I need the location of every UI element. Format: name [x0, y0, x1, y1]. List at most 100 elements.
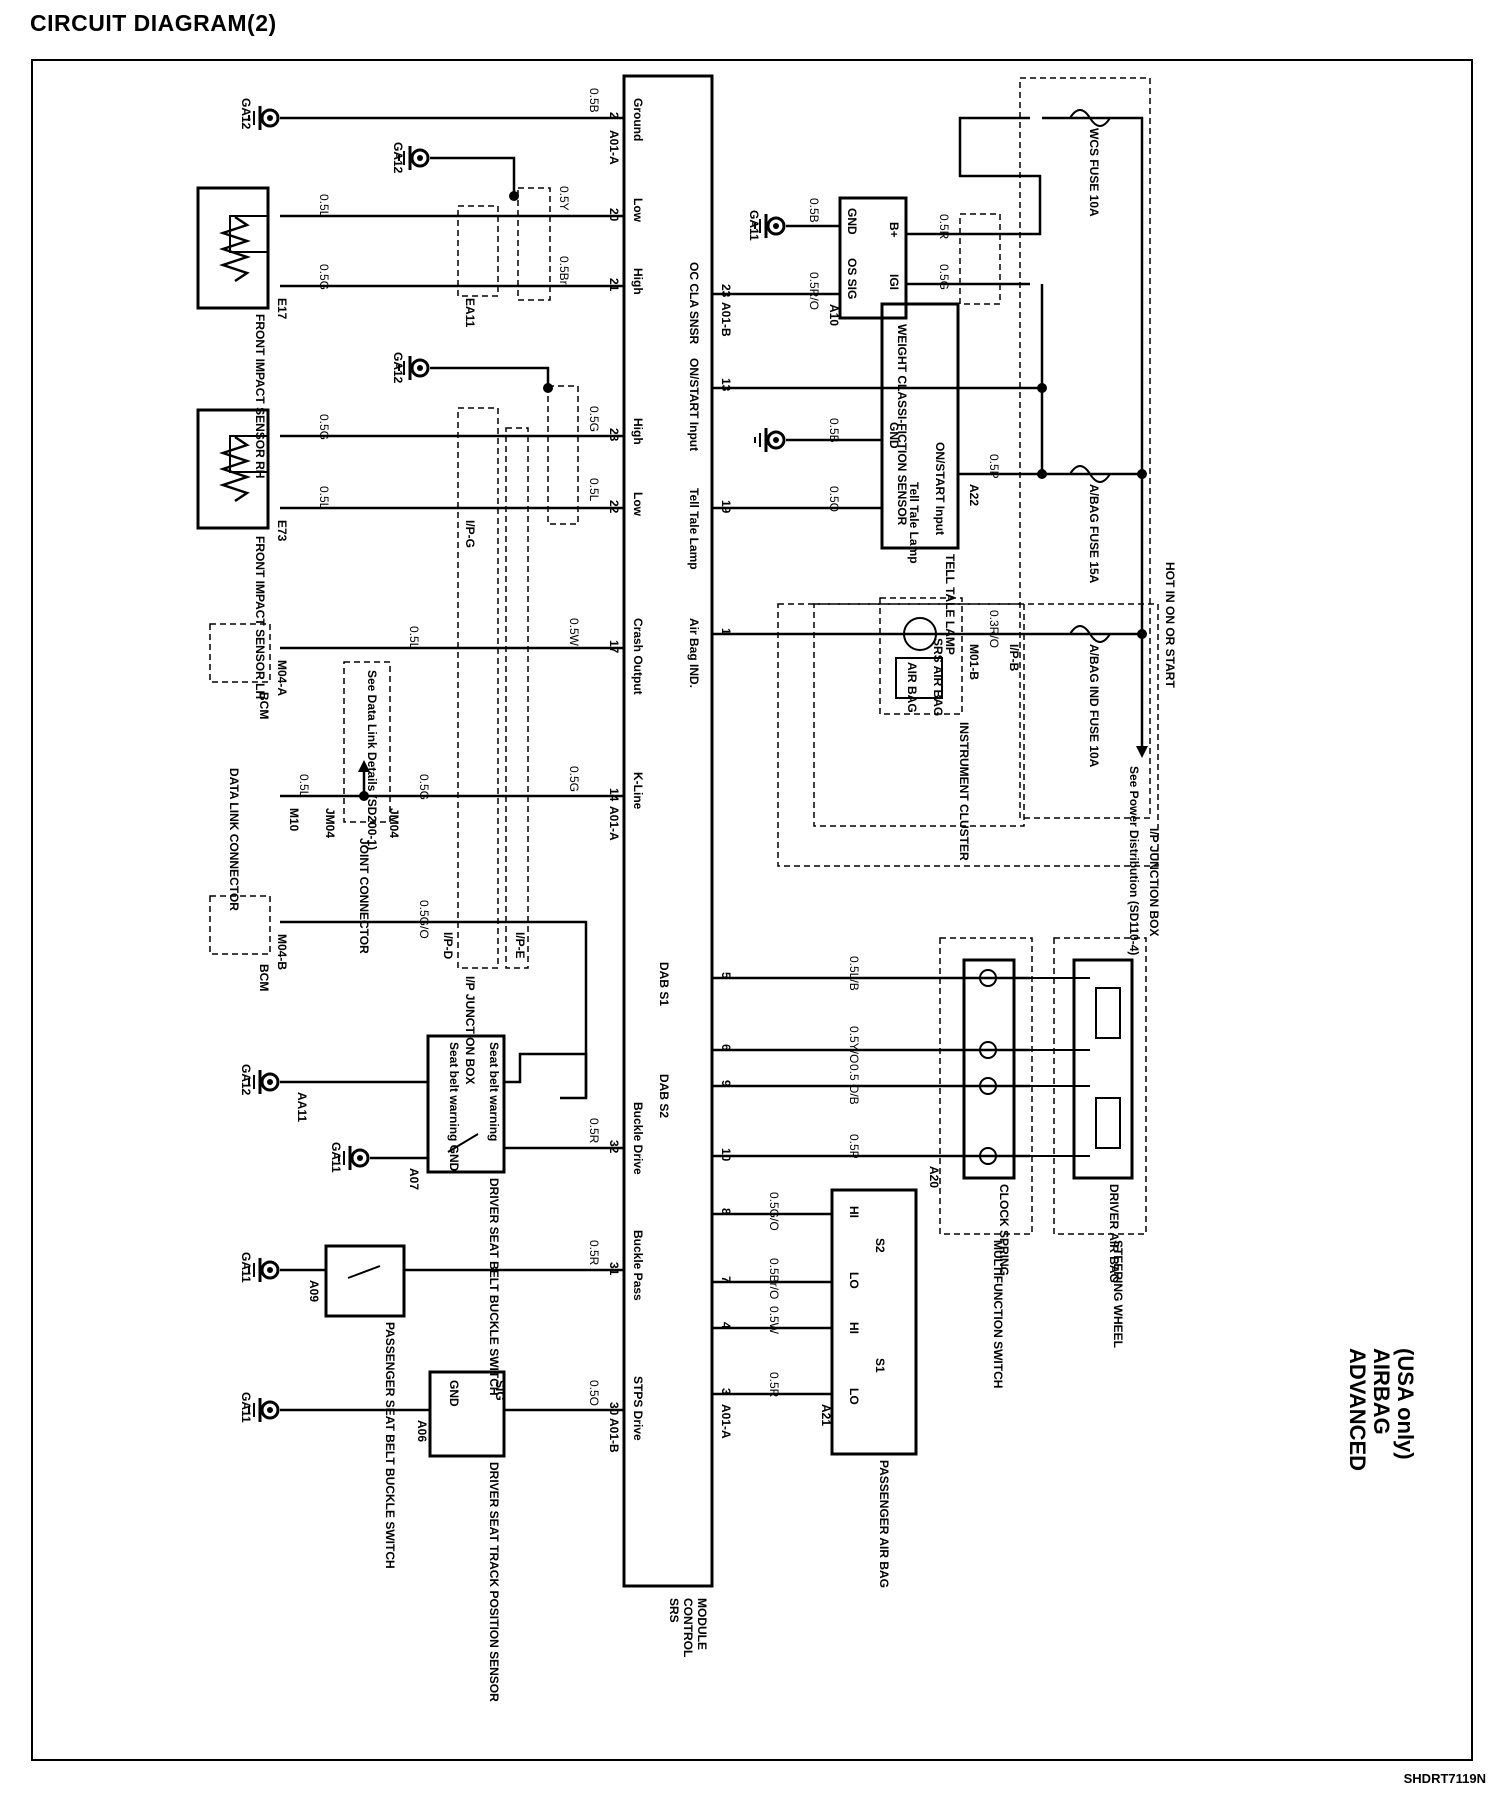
- ipjb-right-label: I/P JUNCTION BOX: [1147, 828, 1161, 936]
- wire-label: 0.5Y: [557, 186, 571, 211]
- ground-label: GA11: [239, 1252, 253, 1283]
- module-name: SRS: [667, 1598, 681, 1623]
- connector-label: EA11: [463, 298, 477, 328]
- front-impact-rh-label: FRONT IMPACT SENSOR RH: [253, 314, 267, 478]
- pin-label: Crash Output: [631, 618, 645, 695]
- wire-label: 0.5L: [587, 478, 601, 502]
- connector-label: A06: [415, 1420, 429, 1442]
- front-impact-lh-label: FRONT IMPACT SENSOR LH: [253, 536, 267, 699]
- instrument-cluster-label: INSTRUMENT CLUSTER: [957, 722, 971, 861]
- wire-label: 0.5O: [587, 1380, 601, 1406]
- inner-label: Tell Tale Lamp: [907, 482, 921, 564]
- wire-label: 0.5G: [417, 774, 431, 800]
- ground-label: GA11: [329, 1142, 343, 1173]
- front-impact-sensor-lh: [196, 408, 270, 530]
- wire-label: 0.5G/O: [417, 900, 431, 939]
- pin-number: 5: [719, 972, 733, 979]
- wire-label: 0.5R: [587, 1240, 601, 1266]
- wire-label: 0.5L: [407, 626, 421, 650]
- ground-label: GA11: [239, 1392, 253, 1423]
- connector-label: I/P-G: [463, 520, 477, 548]
- wire-label: 0.5L: [297, 774, 311, 798]
- hot-in-label: HOT IN ON OR START: [1163, 562, 1177, 688]
- wire-label: 0.5R: [767, 1372, 781, 1398]
- connector-label: AA11: [295, 1092, 309, 1122]
- pin-number: 13: [719, 378, 733, 392]
- inner-label: SIG: [493, 1380, 507, 1401]
- pin-label: K-Line: [631, 772, 645, 810]
- inner-label: AIR BAG: [905, 662, 919, 713]
- wire-label: 0.5R: [937, 214, 951, 240]
- wire-label: 0.5G: [567, 766, 581, 792]
- system-title: (USA only): [1393, 1348, 1418, 1460]
- passenger-airbag-label: PASSENGER AIR BAG: [877, 1460, 891, 1588]
- wire-label: 0.5L: [317, 486, 331, 510]
- weight-classification-sensor: [838, 196, 908, 320]
- pin-number: 10: [719, 1148, 733, 1162]
- connector-label: A20: [927, 1166, 941, 1188]
- wire-label: 0.5R/O: [807, 272, 821, 310]
- connector-label: M04-B: [275, 934, 289, 970]
- pin-number: 14: [607, 788, 621, 802]
- inner-label: GND: [887, 422, 901, 449]
- pin-number: 9: [719, 1080, 733, 1087]
- inner-label: S1: [873, 1358, 887, 1373]
- airbag-fuse-label: A/BAG FUSE 15A: [1087, 484, 1101, 584]
- dab-s1: DAB S1: [657, 962, 671, 1006]
- pin-label: Air Bag IND.: [687, 618, 701, 688]
- wire-label: 0.5G: [317, 264, 331, 290]
- driver-seatbelt-label: DRIVER SEAT BELT BUCKLE SWITCH: [487, 1178, 501, 1396]
- inner-label: GND: [447, 1380, 461, 1407]
- frame: [31, 59, 1473, 1761]
- airbag-ind-fuse-label: A/BAG IND FUSE 10A: [1087, 644, 1101, 768]
- circuit-diagram: SRS CONTROL MODULE Ground Low High High …: [31, 59, 1473, 1761]
- bcm-b-box: [209, 895, 271, 955]
- ground-label: GA12: [239, 98, 253, 130]
- inner-label: IGI: [887, 274, 901, 290]
- dlc-label: DATA LINK CONNECTOR: [227, 768, 241, 911]
- ground-icon: [753, 426, 786, 454]
- inner-label: Seat belt warning: [487, 1042, 501, 1141]
- pin-number: 30: [607, 1402, 621, 1416]
- clock-spring-box: [962, 958, 1016, 1180]
- pin-number: 19: [719, 500, 733, 514]
- srs-control-module-box: [622, 74, 714, 1588]
- driver-airbag-label: DRIVER AIR BAG: [1107, 1184, 1121, 1283]
- inner-label: OS SIG: [845, 258, 859, 299]
- driver-seat-belt-switch: [426, 1034, 506, 1174]
- wire-label: 0.5P: [847, 1134, 861, 1159]
- wire-label: 0.5Y/O: [847, 1026, 861, 1063]
- inner-label: ON/START Input: [933, 442, 947, 535]
- pin-number: 20: [607, 208, 621, 222]
- pin-number: 22: [607, 500, 621, 514]
- bcm-label: BCM: [257, 964, 271, 991]
- inner-label: Seat belt warning GND: [447, 1042, 461, 1172]
- dab-s2: DAB S2: [657, 1074, 671, 1118]
- inner-label: S2: [873, 1238, 887, 1253]
- pin-number: 8: [719, 1208, 733, 1215]
- inner-label: HI: [847, 1206, 861, 1218]
- wire-label: 0.5W: [767, 1306, 781, 1335]
- ipjb-left-label: I/P JUNCTION BOX: [463, 976, 477, 1084]
- connector-label: A22: [967, 484, 981, 506]
- wire-label: 0.5L: [317, 194, 331, 218]
- bcm-label: BCM: [257, 692, 271, 719]
- pin-label: High: [631, 418, 645, 445]
- inner-label: LO: [847, 1272, 861, 1289]
- wire-label: 0.5B: [587, 88, 601, 113]
- pin-number: 2: [607, 112, 621, 119]
- ground-label: GA12: [391, 142, 405, 174]
- pin-label: Buckle Drive: [631, 1102, 645, 1175]
- connector-label: A01-A: [607, 806, 621, 841]
- connector-label: A01-A: [607, 130, 621, 165]
- connector-label: I/P-E: [513, 932, 527, 959]
- system-title: ADVANCED: [1345, 1348, 1370, 1471]
- joint-connector-label: JOINT CONNECTOR: [357, 838, 371, 954]
- weight-sensor-label: WEIGHT CLASSI-FICTION SENSOR: [895, 324, 909, 526]
- connector-label: A01-B: [607, 1418, 621, 1453]
- pin-label: ON/START Input: [687, 358, 701, 451]
- passenger-seat-belt-switch: [324, 1244, 406, 1318]
- inner-label: HI: [847, 1322, 861, 1334]
- wire-label: 0.5 O/B: [847, 1064, 861, 1105]
- steering-wheel-label: STEERING WHEEL: [1111, 1240, 1125, 1348]
